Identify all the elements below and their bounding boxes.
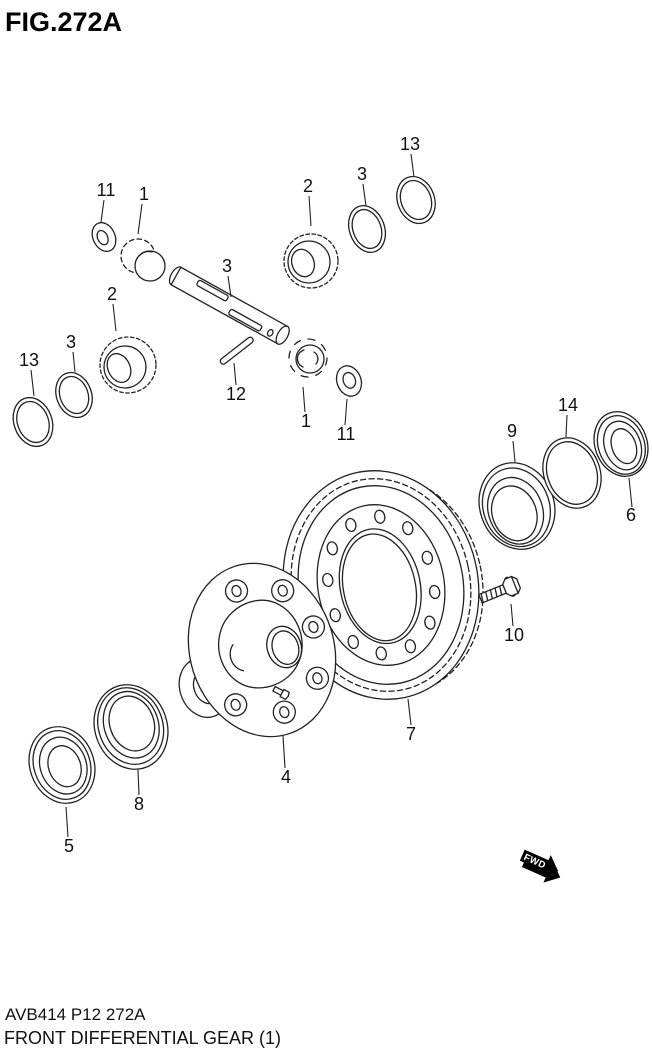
callout-11-center: 11 — [337, 424, 356, 444]
part-pinion-gear-upper — [120, 238, 166, 282]
part-washer-upper — [91, 221, 117, 253]
callout-11-upper: 11 — [97, 180, 116, 200]
part-lock-pin — [219, 336, 254, 365]
callout-3-left: 3 — [66, 332, 76, 352]
part-snap-ring-upper — [396, 175, 436, 225]
part-snap-ring-left — [12, 396, 54, 448]
ring-gear-bolt-holes — [322, 509, 441, 661]
callout-12: 12 — [226, 384, 246, 404]
callout-6: 6 — [626, 505, 636, 525]
part-oil-seal-left — [28, 726, 96, 804]
part-oil-seal-right — [593, 411, 649, 477]
callout-13-upper: 13 — [400, 134, 420, 154]
case-small-bolt — [272, 685, 290, 700]
fwd-direction-marker: FWD — [519, 849, 561, 883]
leader-lines — [30, 153, 633, 838]
callout-7: 7 — [406, 724, 416, 744]
part-side-washer-upper — [347, 205, 387, 253]
callout-labels: 11 1 2 3 13 3 2 3 13 12 1 11 9 14 6 10 7… — [19, 134, 636, 856]
part-side-gear-left — [99, 336, 157, 394]
callout-1-center: 1 — [301, 411, 311, 431]
part-side-washer-left — [55, 371, 93, 419]
part-differential-case — [178, 562, 337, 738]
callout-1-upper: 1 — [139, 184, 149, 204]
callout-13-left: 13 — [19, 350, 39, 370]
part-pinion-gear-center — [288, 338, 328, 378]
callout-4: 4 — [281, 767, 291, 787]
callout-2-upper: 2 — [303, 176, 313, 196]
footer-part-code: AVB414 P12 272A — [5, 1005, 146, 1024]
callout-3-shaft: 3 — [222, 256, 232, 276]
callout-9: 9 — [507, 421, 517, 441]
figure-caption: FRONT DIFFERENTIAL GEAR (1) — [4, 1028, 281, 1048]
part-side-gear-upper — [283, 233, 339, 289]
callout-8: 8 — [134, 794, 144, 814]
callout-5: 5 — [64, 836, 74, 856]
callout-14: 14 — [558, 395, 578, 415]
callout-10: 10 — [504, 625, 524, 645]
figure-title: FIG.272A — [5, 7, 122, 37]
part-washer-center — [335, 365, 363, 397]
part-ring-gear-bolt — [478, 575, 522, 604]
callout-2-left: 2 — [107, 284, 117, 304]
part-pinion-shaft — [168, 266, 290, 345]
part-shim-ring — [542, 437, 602, 509]
callout-3-upper: 3 — [357, 164, 367, 184]
part-side-bearing-left — [93, 684, 169, 770]
